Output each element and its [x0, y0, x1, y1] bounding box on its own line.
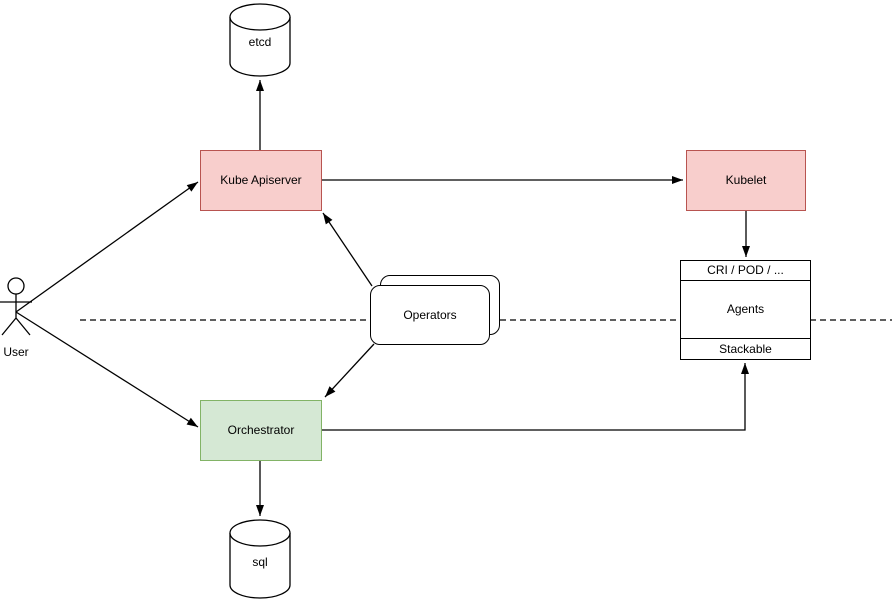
user-actor-icon: [0, 277, 32, 336]
node-kube-apiserver: Kube Apiserver: [200, 150, 322, 211]
node-agents: CRI / POD / ... Agents Stackable: [680, 260, 811, 360]
agents-footer-stackable: Stackable: [681, 338, 810, 359]
kubelet-label: Kubelet: [725, 173, 767, 188]
agents-header-cri-pod: CRI / POD / ...: [681, 261, 810, 281]
edge-operators-to-orchestrator: [324, 343, 375, 398]
user-label: User: [3, 344, 29, 359]
node-kubelet: Kubelet: [686, 150, 806, 211]
sql-cylinder-icon: [229, 519, 291, 599]
edge-user-to-orchestrator: [15, 311, 199, 428]
etcd-label: etcd: [248, 34, 272, 49]
operators-label: Operators: [403, 307, 457, 322]
etcd-cylinder-icon: [229, 3, 291, 77]
node-operators: Operators: [370, 285, 490, 345]
orchestrator-label: Orchestrator: [227, 423, 295, 438]
edge-orchestrator-to-stackable: [322, 363, 749, 431]
kube-apiserver-label: Kube Apiserver: [220, 173, 302, 188]
edge-operators-to-kube-apiserver: [322, 212, 373, 287]
sql-label: sql: [252, 554, 268, 569]
agents-body-label: Agents: [726, 302, 765, 317]
node-orchestrator: Orchestrator: [200, 400, 322, 461]
edge-user-to-kube-apiserver: [15, 181, 199, 313]
